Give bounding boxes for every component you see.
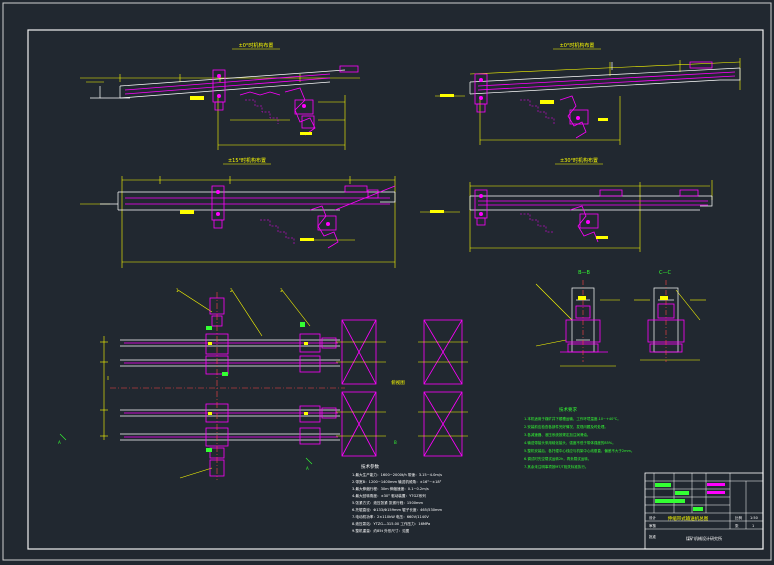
title-block: 设计 审核 伸缩带式输送机总图 比例 1:50 张 1 批准 煤矿机械设计研究所 bbox=[644, 472, 764, 550]
plan-view-label: 俯视图 bbox=[391, 379, 405, 386]
svg-text:B: B bbox=[394, 440, 397, 445]
tech-req-line: 1.本机适用于煤矿井下顺槽运输，工作环境温度-10~+40℃。 bbox=[524, 416, 621, 421]
tech-param-line: 6.托辊直径：Φ133/Φ159mm 辊子长度：465/530mm bbox=[352, 507, 443, 512]
tech-params-title: 技术参数 bbox=[361, 463, 379, 470]
scale-value: 1:50 bbox=[750, 516, 758, 520]
section-b-title: B—B bbox=[578, 270, 590, 276]
tech-param-line: 9.整机重量：约85t 外形尺寸：见图 bbox=[352, 528, 410, 533]
checker-label: 审核 bbox=[649, 523, 657, 528]
top-left-view-title: ±0°时机构布置 bbox=[239, 42, 274, 49]
sheet-count: 1 bbox=[752, 524, 754, 528]
mid-left-view-title: ±15°时机构布置 bbox=[228, 157, 266, 164]
svg-text:A: A bbox=[306, 466, 309, 471]
svg-text:2: 2 bbox=[230, 288, 233, 293]
tail-station-boxes: 俯视图 bbox=[336, 319, 468, 457]
tech-req-line: 4.输送带接头采用硫化接头，强度不低于带体强度的85%。 bbox=[524, 440, 616, 445]
sheet-label: 张 bbox=[735, 523, 739, 528]
tech-req-line: 7.其余未注明事项按MT/T相关标准执行。 bbox=[524, 464, 588, 469]
tech-param-line: 7.电动机功率：2×110kW 电压：660V/1140V bbox=[352, 514, 429, 519]
tech-req-title: 技术要求 bbox=[559, 406, 577, 413]
tech-req-line: 2.安装前应检查各部件完好情况，发现问题及时处理。 bbox=[524, 424, 608, 429]
tech-req-line: 5.整机安装后，各托辊中心线应与机架中心线垂直，偏差不大于2mm。 bbox=[524, 448, 634, 453]
scale-label: 比例 bbox=[735, 515, 743, 520]
drawing-title: 伸缩带式输送机总图 bbox=[668, 515, 709, 522]
tech-param-line: 4.最大回转角度：±30° 驱动装置：YTGZ系列 bbox=[352, 493, 426, 498]
top-right-view-title: ±0°时机构布置 bbox=[560, 42, 595, 49]
mid-right-elevation-view: ±30°时机构布置 bbox=[420, 157, 713, 252]
approver-label: 批准 bbox=[649, 534, 657, 539]
plan-view: 1 2 3 bbox=[58, 288, 397, 480]
designer-label: 设计 bbox=[649, 515, 657, 520]
mid-left-elevation-view: ±15°时机构布置 bbox=[80, 157, 396, 268]
tech-param-line: 8.液压泵站：YTZG—315.00 工作压力：16MPa bbox=[352, 521, 430, 526]
tech-param-line: 2.带宽B：1200~1400mm 输送机倾角：±16°~±18° bbox=[352, 479, 442, 484]
tech-param-line: 1.最大生产能力：1600~2000t/h 带速：3.15~4.0m/s bbox=[352, 472, 442, 477]
svg-text:3: 3 bbox=[280, 288, 283, 293]
top-right-elevation-view: ±0°时机构布置 bbox=[435, 42, 741, 145]
mid-right-view-title: ±30°时机构布置 bbox=[560, 157, 598, 164]
technical-parameters-block: 技术参数 1.最大生产能力：1600~2000t/h 带速：3.15~4.0m/… bbox=[352, 463, 443, 533]
section-c-view: C—C bbox=[634, 270, 706, 362]
section-c-title: C—C bbox=[659, 270, 671, 276]
tech-param-line: 5.张紧方式：液压张紧 张紧行程：1500mm bbox=[352, 500, 424, 505]
tech-req-line: 3.各减速器、液压系统按规定加注润滑油。 bbox=[524, 432, 590, 437]
technical-requirements-block: 技术要求 1.本机适用于煤矿井下顺槽运输，工作环境温度-10~+40℃。 2.安… bbox=[524, 406, 634, 469]
inner-border bbox=[27, 29, 764, 550]
svg-text:1: 1 bbox=[176, 288, 179, 293]
svg-text:A: A bbox=[58, 440, 61, 445]
top-left-elevation-view: ±0°时机构布置 bbox=[80, 42, 360, 150]
tech-req-line: 6.调试时先空载试运转2h，再负载试运转。 bbox=[524, 456, 591, 461]
company-name: 煤矿机械设计研究所 bbox=[686, 535, 722, 541]
section-b-view: B—B bbox=[535, 270, 620, 367]
tech-param-line: 3.最大伸缩行程：30m 伸缩速度：0.1~0.2m/s bbox=[352, 486, 429, 491]
